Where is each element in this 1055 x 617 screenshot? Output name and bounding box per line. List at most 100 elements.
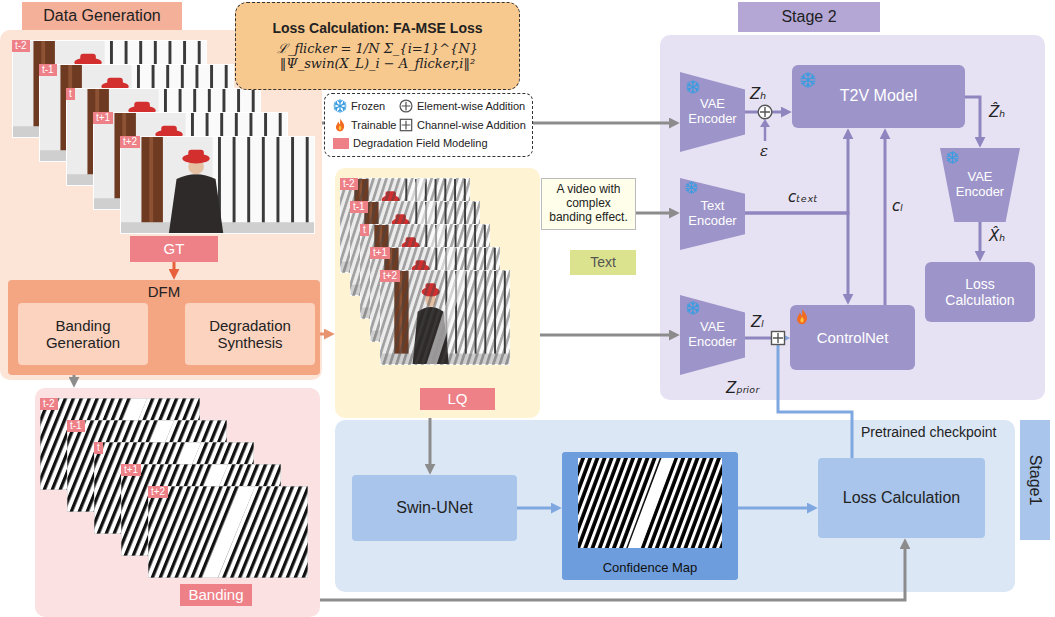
connector <box>540 334 671 337</box>
noise-arrow <box>764 126 767 141</box>
legend-symbol <box>333 100 346 113</box>
legend-symbol <box>400 119 411 130</box>
tag-box: Text <box>570 250 636 275</box>
panel-ground <box>35 388 320 617</box>
edge-label: cₗ <box>892 198 903 215</box>
node-label: VAE Encoder <box>684 320 741 350</box>
legend-item: Element-wise Addition <box>399 99 525 113</box>
loss-box: Loss Calculation: FA-MSE Lossℒ_flicker =… <box>235 2 520 90</box>
model-box: T2V Model <box>792 65 965 128</box>
module-box: DFMBanding Generation Degradation Synthes… <box>8 280 320 375</box>
prompt-box: A video with complex banding effect. <box>541 178 636 230</box>
panel-heading: Data Generation <box>22 2 182 30</box>
node-label: Loss Calculation <box>843 489 960 507</box>
process-box: Banding Generation <box>18 303 148 365</box>
edge-label: Zₗ <box>751 314 764 331</box>
frame-tag: t-1 <box>39 64 57 76</box>
trapezoid <box>940 148 1020 222</box>
legend-swatch <box>333 138 349 149</box>
frame-tag: t+2 <box>148 486 168 498</box>
gt-frame <box>120 136 315 234</box>
node-label: Banding Generation <box>22 317 144 352</box>
network-box: Swin-UNet <box>352 475 517 541</box>
node-label: T2V Model <box>840 87 917 105</box>
element-wise-add <box>758 105 772 119</box>
node-label: Degradation Synthesis <box>189 317 311 352</box>
legend-symbol <box>336 119 344 132</box>
frozen-icon <box>686 302 699 315</box>
connector <box>738 507 809 510</box>
controlnet-box: ControlNet <box>790 305 915 370</box>
confidence-map-image <box>578 458 722 548</box>
connector <box>173 262 176 271</box>
legend-icon <box>333 118 347 132</box>
node-label: DFM <box>148 283 181 300</box>
panel-ground <box>660 35 1045 400</box>
frame-tag: t-1 <box>67 420 85 432</box>
frozen-icon <box>685 182 697 194</box>
edge-label: X̂ₕ <box>989 228 1005 245</box>
trapezoid <box>680 295 745 375</box>
frozen-icon <box>801 73 816 87</box>
loss-box: Loss Calculation <box>925 262 1035 322</box>
trainable-icon <box>797 309 807 324</box>
node-label: Swin-UNet <box>396 499 472 517</box>
frame-tag: t-2 <box>12 40 30 52</box>
legend-label: Trainable <box>351 119 396 131</box>
loss-box: Loss Calculation <box>818 458 985 538</box>
legend-icon <box>399 118 413 132</box>
frame-tag: t <box>66 88 75 100</box>
panel-heading: Stage1 <box>1020 420 1050 540</box>
connector <box>745 213 848 296</box>
connector <box>745 137 848 213</box>
channel-wise-add <box>772 332 785 345</box>
edge-label: cₜₑₓₜ <box>788 189 818 206</box>
legend-item: Degradation Field Modeling <box>333 137 488 149</box>
connector <box>884 137 887 305</box>
legend-item: Channel-wise Addition <box>399 118 526 132</box>
process-box: Degradation Synthesis <box>185 303 315 365</box>
tag-box: GT <box>130 236 218 262</box>
frame-tag: t-2 <box>340 178 358 190</box>
legend-box: Frozen Element-wise AdditionTrainable Chan… <box>324 93 533 157</box>
node-label: Loss Calculation: FA-MSE Loss <box>272 20 482 36</box>
noise-symbol: ε <box>760 143 768 160</box>
legend-item: Trainable <box>333 118 396 132</box>
edge-label: Ẑₕ <box>989 104 1005 121</box>
frozen-icon <box>946 152 958 164</box>
legend-icon <box>399 99 413 113</box>
connector <box>517 507 553 510</box>
legend-label: Channel-wise Addition <box>417 119 526 131</box>
frame-tag: t-1 <box>350 201 368 213</box>
panel-heading: Banding <box>180 584 252 606</box>
stage-panel: Stage 2VAE EncoderT2V ModelVAE EncoderTe… <box>660 35 1045 400</box>
lq-frame <box>380 270 510 365</box>
frame-tag: t+1 <box>370 247 390 259</box>
node-label: VAE Encoder <box>684 97 741 127</box>
connector <box>636 212 671 215</box>
frame-tag: t+1 <box>93 112 113 124</box>
frame-tag: t <box>94 442 103 454</box>
legend-icon <box>333 99 347 113</box>
frame-tag: t+1 <box>121 464 141 476</box>
legend-item: Frozen <box>333 99 385 113</box>
node-label: A video with complex banding effect. <box>546 183 631 224</box>
frozen-icon <box>686 81 699 94</box>
panel-ground <box>335 168 540 418</box>
panel-grounds <box>0 30 1045 617</box>
legend-label: Element-wise Addition <box>417 100 525 112</box>
edge-label: Pretrained checkpoint <box>861 424 996 440</box>
prior-symbol: Zₚᵣᵢₒᵣ <box>726 380 759 397</box>
legend-label: Frozen <box>351 100 385 112</box>
node-label: Text <box>590 254 616 270</box>
node-label: Confidence Map <box>603 561 698 576</box>
edge-label: Zₕ <box>750 86 766 103</box>
connector <box>429 418 432 466</box>
connector <box>965 97 980 139</box>
trapezoid <box>680 72 745 152</box>
node-label: ControlNet <box>817 329 889 346</box>
node-label: ℒ_flicker = 1/N Σ_{i=1}^{N} ‖Ψ_swin(X_L)… <box>240 42 515 72</box>
frame-tag: t-2 <box>40 398 58 410</box>
banding-frame <box>148 486 308 578</box>
encoder-block: VAE Encoder <box>680 295 745 375</box>
